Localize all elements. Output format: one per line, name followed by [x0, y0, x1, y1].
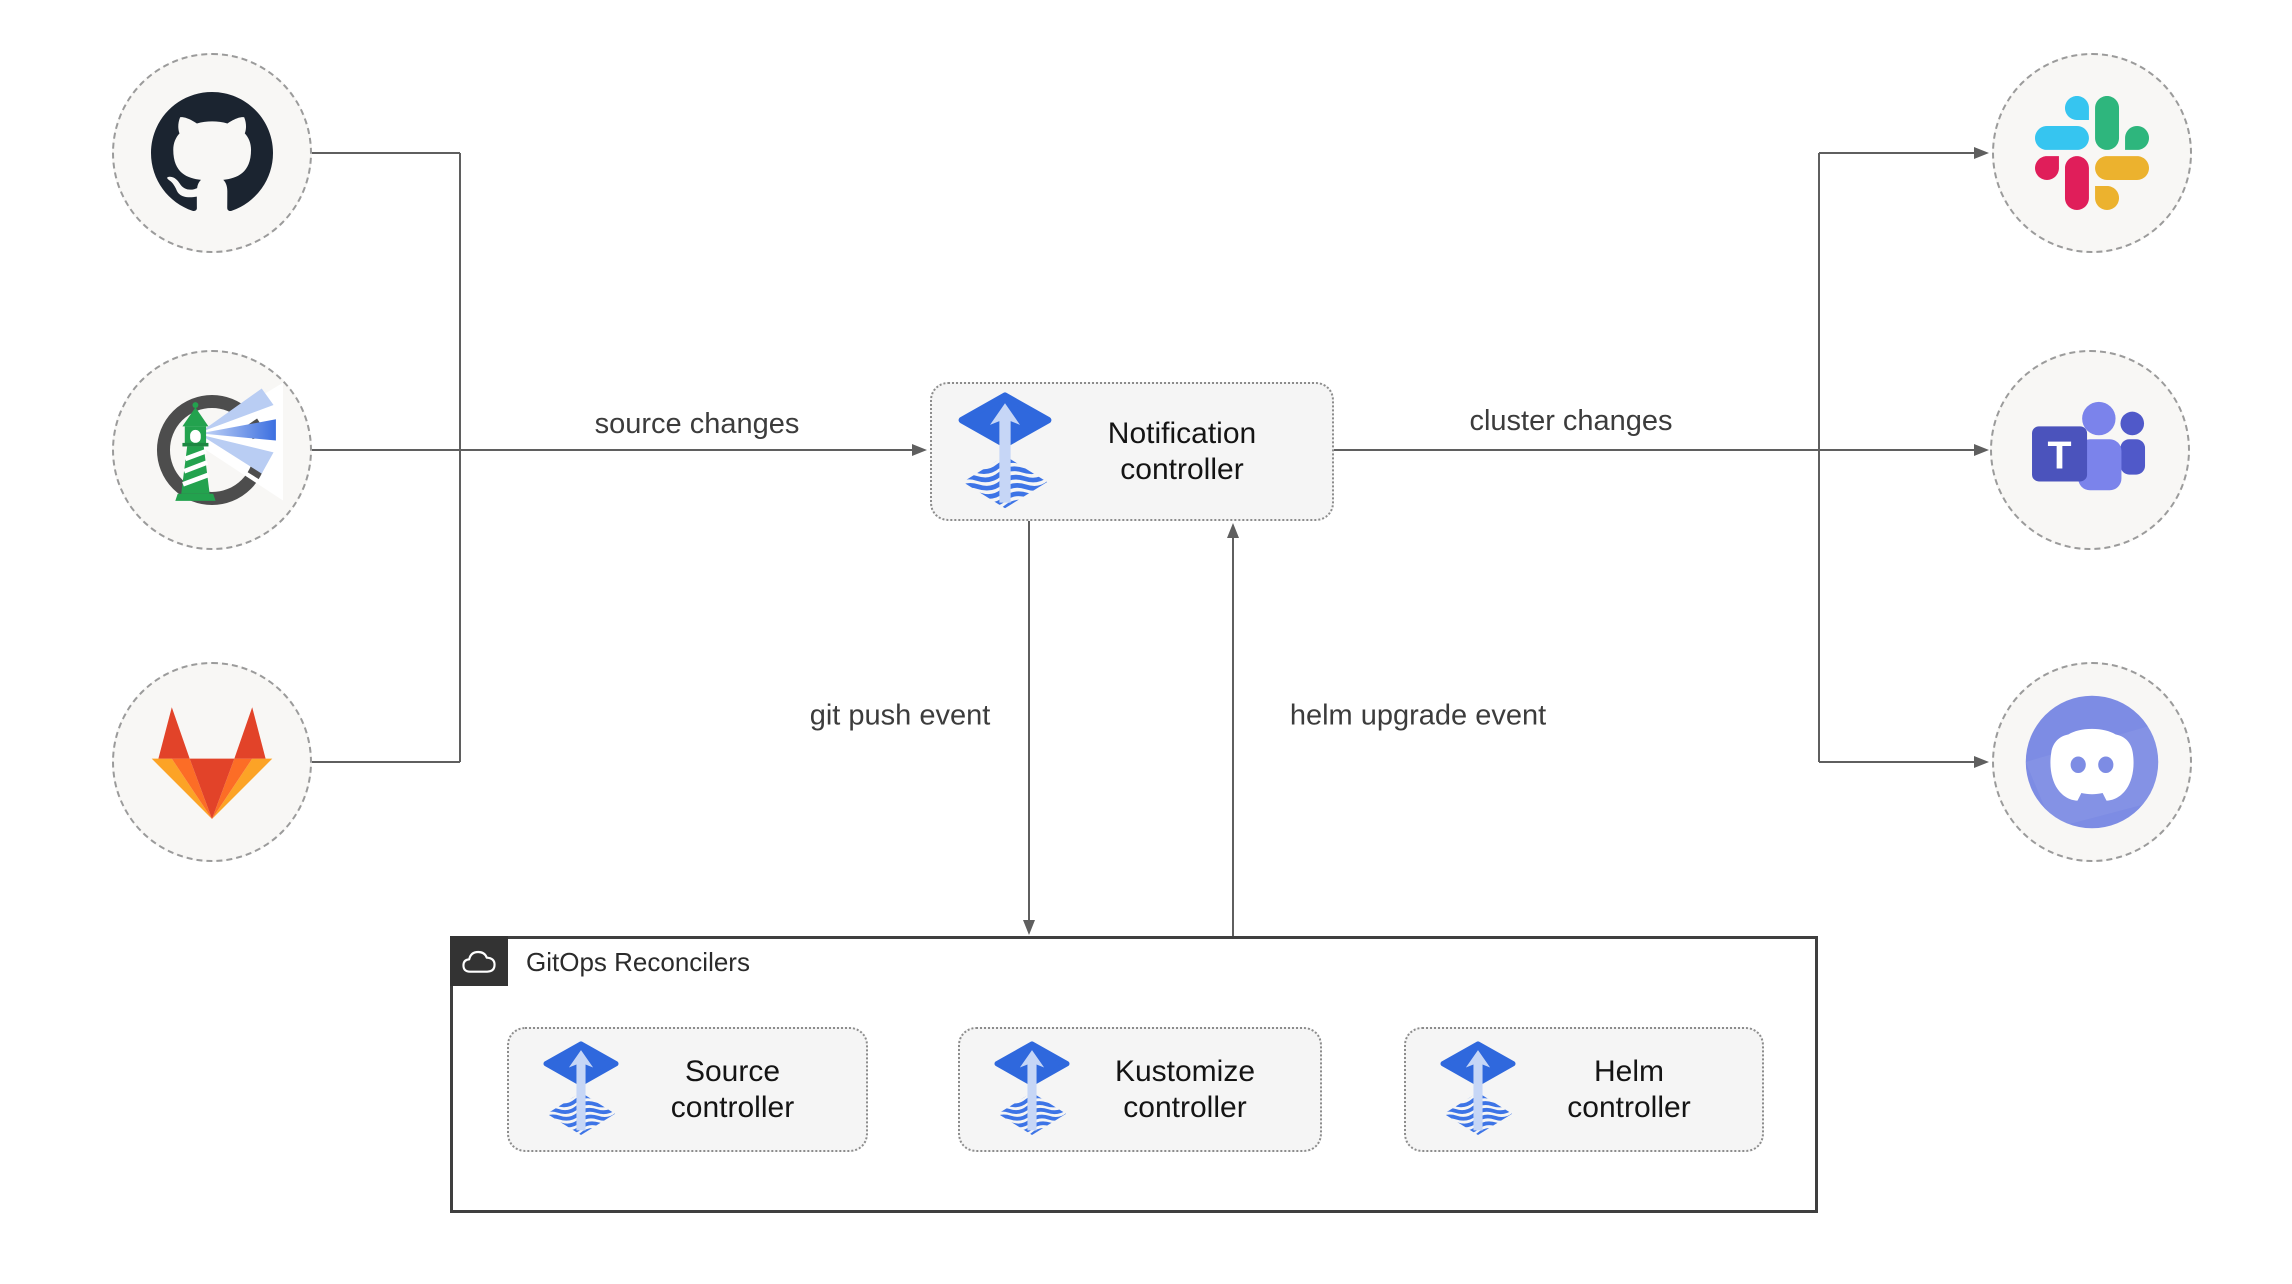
flux-icon: [994, 1041, 1070, 1138]
source-controller-label: Source controller: [670, 1054, 795, 1124]
node-teams: T: [1990, 350, 2190, 550]
node-helm-controller: Helm controller: [1404, 1027, 1764, 1152]
node-source-controller: Source controller: [507, 1027, 868, 1152]
edge-label-helm-upgrade-event: helm upgrade event: [1289, 699, 1547, 732]
group-header: [450, 936, 508, 986]
harbor-icon: [156, 382, 283, 506]
cloud-icon: [462, 950, 496, 973]
edge-label-git-push-event: git push event: [809, 699, 991, 732]
flux-icon: [1440, 1041, 1516, 1138]
notification-controller-label: Notification controller: [1107, 416, 1257, 486]
gitlab-icon: [151, 707, 273, 819]
helm-controller-label: Helm controller: [1567, 1054, 1691, 1124]
group-title: GitOps Reconcilers: [526, 947, 750, 977]
teams-icon: T: [2032, 401, 2146, 491]
github-icon: [151, 92, 273, 211]
node-kustomize-controller: Kustomize controller: [958, 1027, 1322, 1152]
node-github: [112, 53, 312, 253]
node-notification-controller: Notification controller: [930, 382, 1334, 521]
node-harbor: [112, 350, 312, 550]
node-slack: [1992, 53, 2192, 253]
kustomize-controller-label: Kustomize controller: [1114, 1054, 1256, 1124]
flux-icon: [543, 1041, 619, 1138]
node-discord: [1992, 662, 2192, 862]
edge-label-source-changes: source changes: [594, 408, 800, 440]
slack-icon: [2035, 96, 2149, 210]
discord-icon: [2025, 695, 2159, 829]
edge-label-cluster-changes: cluster changes: [1469, 405, 1673, 437]
teams-letter: T: [2048, 434, 2072, 478]
node-gitlab: [112, 662, 312, 862]
flux-icon: [958, 392, 1052, 512]
